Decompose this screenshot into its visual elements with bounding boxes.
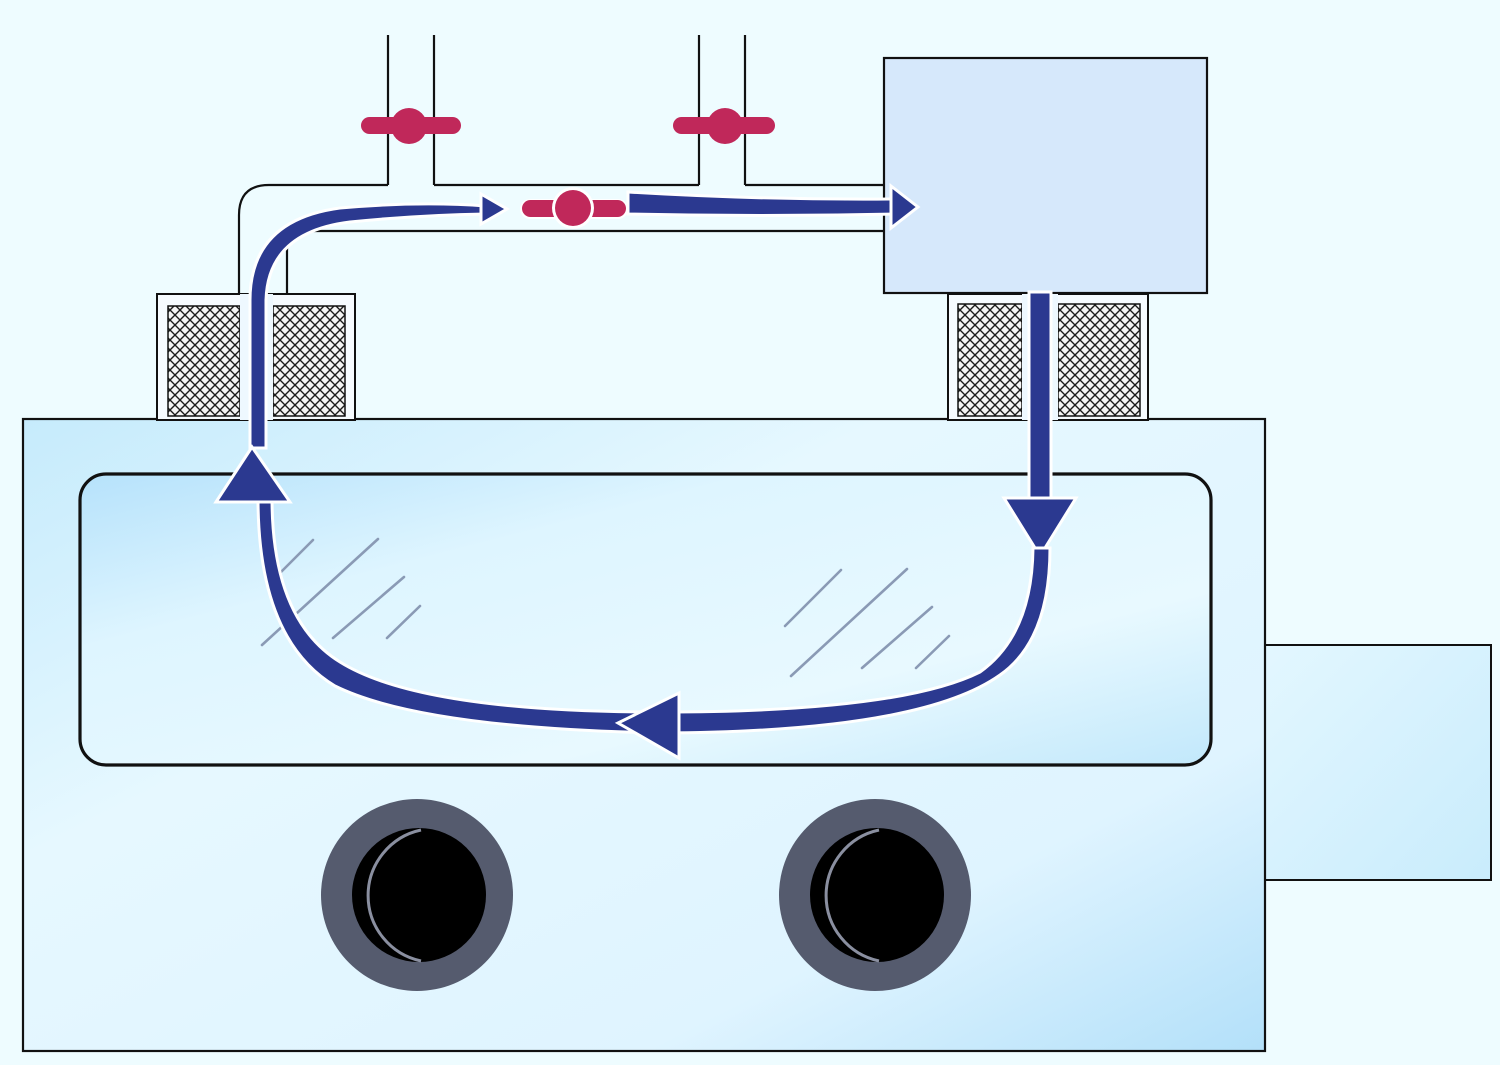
vertical-stub-left	[386, 35, 436, 185]
glass-reflection-right	[783, 567, 951, 678]
valve-main-line	[520, 187, 628, 229]
flow-arrowhead	[889, 182, 921, 232]
flow-arrow-down	[1027, 290, 1053, 510]
flow-arrowhead	[479, 191, 511, 227]
vertical-stub-right	[697, 35, 747, 185]
valve-left-stub	[361, 108, 461, 144]
flow-arrowhead	[1001, 496, 1079, 559]
filter-mesh	[272, 305, 346, 417]
flow-arrowhead	[614, 690, 681, 761]
filter-mesh	[1057, 303, 1141, 417]
antechamber	[1262, 644, 1492, 881]
filter-mesh	[957, 303, 1023, 417]
gas-flow-arrows	[213, 182, 1079, 761]
flow-arrowhead	[213, 444, 293, 504]
glove-port-right	[779, 799, 971, 991]
valve-right-stub	[673, 108, 775, 144]
filter-mesh	[167, 305, 241, 417]
purifier-unit	[882, 56, 1209, 295]
glove-port-left	[321, 799, 513, 991]
